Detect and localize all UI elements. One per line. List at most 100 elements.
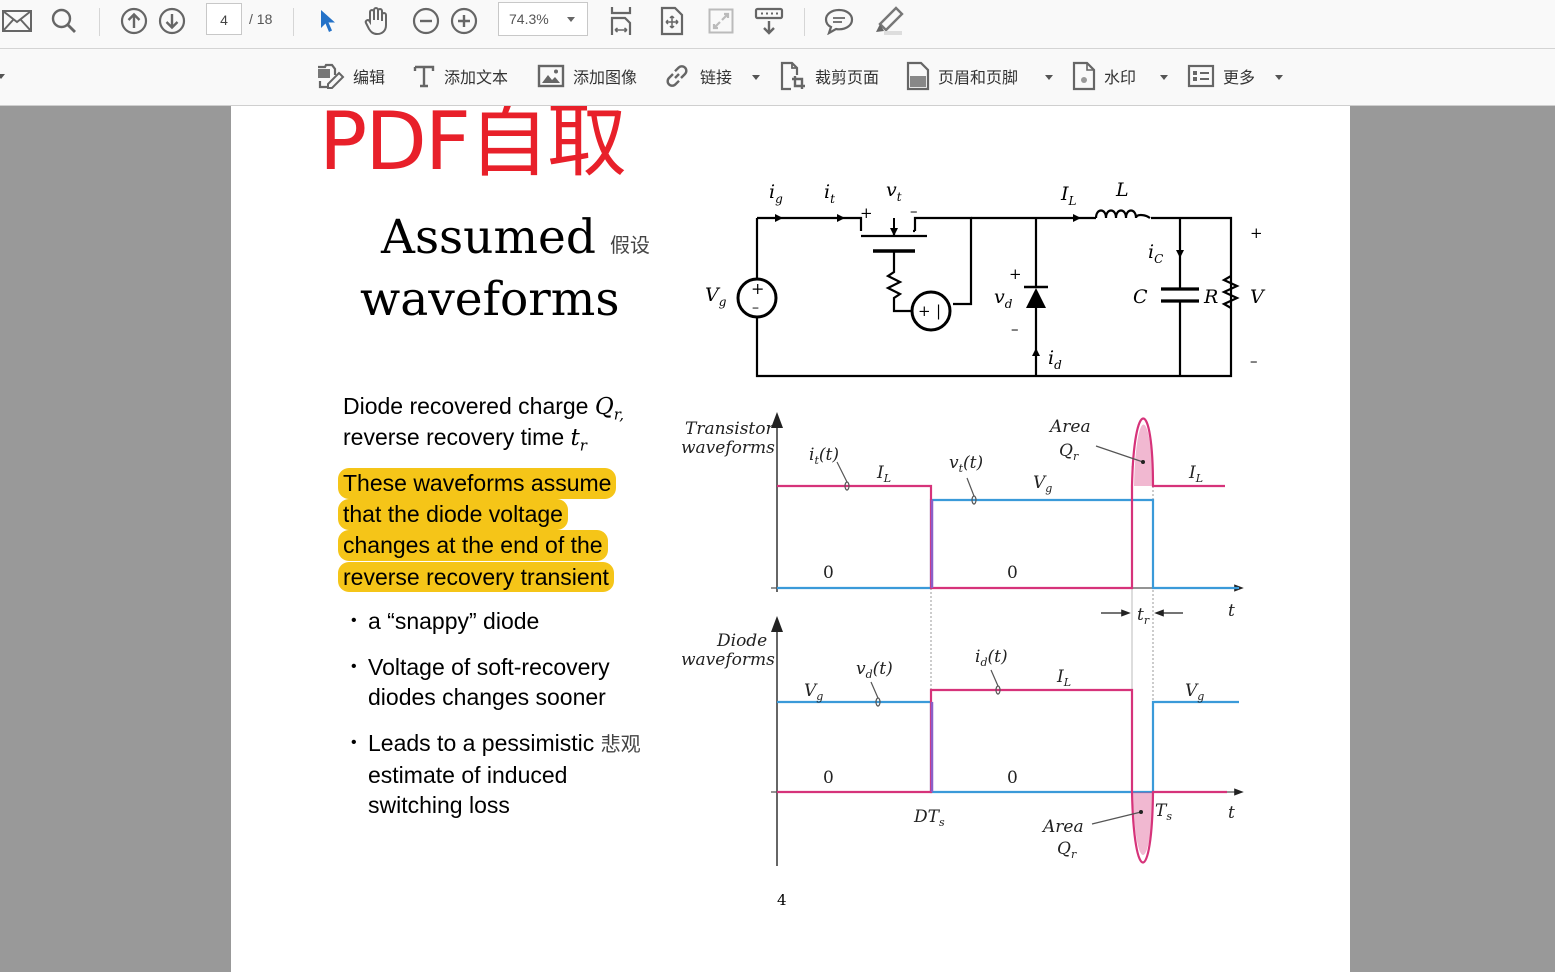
more-dropdown-caret[interactable] <box>1275 75 1283 80</box>
next-page-icon[interactable] <box>155 4 189 38</box>
watermark-button[interactable]: 水印 <box>1072 61 1136 91</box>
edit-label: 编辑 <box>353 70 386 87</box>
zoom-in-icon[interactable] <box>447 4 481 38</box>
svg-text:+: + <box>918 302 931 320</box>
var-t-sub: r <box>579 436 587 455</box>
bullet-text: Leads to a pessimistic <box>368 730 601 756</box>
text-reverse-recovery: reverse recovery time tr <box>343 422 587 462</box>
label-ig: ig <box>769 181 783 206</box>
toolbar-divider <box>804 8 805 36</box>
var-Q-sub: r, <box>613 405 625 424</box>
label-Vg-diode-right: Vg <box>1185 681 1204 703</box>
diode-waveforms-label1: Diode <box>716 631 767 651</box>
edit-toolbar: 编辑 添加文本 添加图像 链接 裁剪页面 页眉和页脚 水印 更多 <box>0 49 1555 106</box>
bullet-text: Voltage of soft-recovery <box>368 654 610 680</box>
main-toolbar: 4 / 18 74.3% <box>0 0 1555 49</box>
svg-text:–: – <box>910 202 918 220</box>
label-DTs: DTs <box>913 807 945 829</box>
link-button[interactable]: 链接 <box>662 61 732 91</box>
chevron-down-icon <box>567 17 575 22</box>
edit-button[interactable]: 编辑 <box>315 61 385 91</box>
add-text-button[interactable]: 添加文本 <box>412 61 508 91</box>
link-label: 链接 <box>700 70 733 87</box>
bullet-dot: • <box>351 734 357 751</box>
page-number-input[interactable]: 4 <box>206 3 242 35</box>
svg-text:–: – <box>1250 352 1258 370</box>
vg-source-plus: + <box>751 279 764 298</box>
add-text-label: 添加文本 <box>444 70 509 87</box>
label-area-top: Area <box>1048 417 1091 437</box>
svg-text:+: + <box>860 204 873 222</box>
image-icon <box>537 64 565 88</box>
vg-source-minus: – <box>752 300 759 316</box>
watermark-icon <box>1072 61 1096 91</box>
label-Qr-top: Qr <box>1059 441 1079 463</box>
label-IL: IL <box>1060 183 1077 208</box>
highlighted-line: that the diode voltage <box>338 499 568 530</box>
annotation-pessimistic: 悲观 <box>600 734 641 756</box>
label-IL-transistor: IL <box>876 463 891 485</box>
text-reverse-recovery-label: reverse recovery time <box>343 424 571 450</box>
fit-width-icon[interactable] <box>605 4 639 38</box>
header-footer-label: 页眉和页脚 <box>938 70 1019 87</box>
label-it-t: it(t) <box>809 445 839 467</box>
bullet-item: • Voltage of soft-recovery diodes change… <box>351 652 610 712</box>
highlighted-paragraph[interactable]: These waveforms assume that the diode vo… <box>338 468 617 593</box>
toolbar-divider <box>293 8 294 36</box>
highlighted-line: reverse recovery transient <box>338 561 614 593</box>
label-IL-diode: IL <box>1056 667 1071 689</box>
page-number-footer: 4 <box>777 891 787 909</box>
comment-icon[interactable] <box>822 4 856 38</box>
label-vd: vd <box>994 286 1013 311</box>
text-T-icon <box>413 65 435 88</box>
hand-tool-icon[interactable] <box>360 4 394 38</box>
crop-page-label: 裁剪页面 <box>815 70 880 87</box>
label-zero-3: 0 <box>823 768 834 788</box>
fullscreen-icon[interactable] <box>704 4 738 38</box>
diode-waveforms-label2: waveforms <box>681 650 775 670</box>
label-C: C <box>1133 286 1148 308</box>
annotation-assume: 假设 <box>610 235 650 257</box>
zoom-level-dropdown[interactable]: 74.3% <box>498 2 588 36</box>
envelope-icon[interactable] <box>0 4 34 38</box>
edit-icon <box>318 63 345 89</box>
switching-waveforms-diagram: Transistor waveforms it(t) IL vt(t) Vg A… <box>681 412 1244 866</box>
label-Qr-bottom: Qr <box>1057 839 1077 861</box>
label-vd-t: vd(t) <box>856 659 893 681</box>
label-id: id <box>1048 347 1062 372</box>
highlighter-icon[interactable] <box>871 4 905 38</box>
link-icon <box>666 65 688 87</box>
svg-text:+: + <box>1250 224 1263 242</box>
add-image-button[interactable]: 添加图像 <box>537 61 637 91</box>
highlighted-line: These waveforms assume <box>338 468 617 499</box>
label-Vg-diode-left: Vg <box>804 681 823 703</box>
previous-page-icon[interactable] <box>117 4 151 38</box>
bullet-item: • a “snappy” diode <box>351 606 539 636</box>
label-iC: iC <box>1148 241 1163 266</box>
watermark-label: 水印 <box>1104 70 1137 87</box>
header-footer-button[interactable]: 页眉和页脚 <box>906 61 1018 91</box>
svg-text:–: – <box>1011 320 1019 338</box>
fit-page-icon[interactable] <box>655 4 689 38</box>
bullet-dot: • <box>351 612 357 629</box>
bullet-item: • Leads to a pessimistic 悲观 estimate of … <box>351 728 641 820</box>
more-list-icon <box>1187 64 1215 88</box>
chevron-down-icon[interactable] <box>0 74 5 79</box>
label-area-bottom: Area <box>1041 817 1084 837</box>
search-icon[interactable] <box>47 4 81 38</box>
watermark-dropdown-caret[interactable] <box>1160 75 1168 80</box>
crop-page-button[interactable]: 裁剪页面 <box>779 61 879 91</box>
link-dropdown-caret[interactable] <box>752 75 760 80</box>
select-cursor-icon[interactable] <box>311 4 345 38</box>
zoom-out-icon[interactable] <box>409 4 443 38</box>
toolbar-divider <box>99 8 100 36</box>
read-mode-icon[interactable] <box>752 4 786 38</box>
label-R: R <box>1203 286 1218 308</box>
header-footer-dropdown-caret[interactable] <box>1045 75 1053 80</box>
bullet-text: estimate of induced <box>368 762 568 788</box>
page-total: / 18 <box>249 11 273 27</box>
label-t-bottom: t <box>1228 803 1235 823</box>
watermark-text: PDF自取 <box>319 106 627 188</box>
add-image-label: 添加图像 <box>573 70 638 87</box>
more-button[interactable]: 更多 <box>1187 61 1255 91</box>
